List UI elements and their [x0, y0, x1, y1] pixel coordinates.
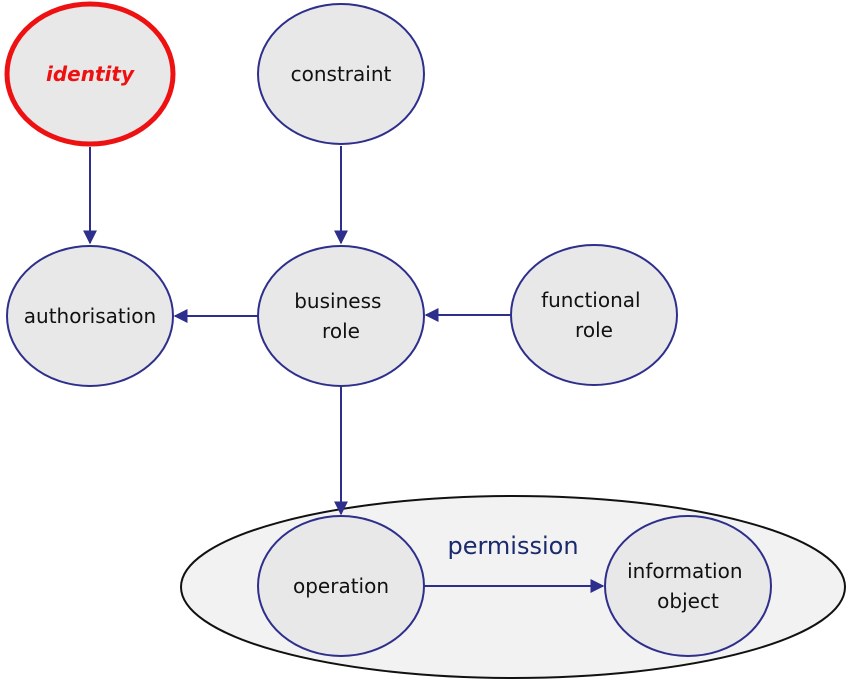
node-information-object-shape — [604, 515, 772, 657]
node-identity-label: identity — [46, 62, 135, 86]
node-information-object: information object — [604, 515, 772, 657]
node-functional-role-line-2: role — [575, 318, 613, 342]
node-business-role-line-2: role — [322, 319, 360, 343]
node-identity-shape — [4, 1, 176, 147]
permission-group-label: permission — [447, 532, 578, 560]
node-functional-role-line-1: functional — [541, 288, 641, 312]
node-functional-role-label: functional role — [541, 288, 647, 342]
node-constraint: constraint — [257, 3, 425, 145]
node-operation-label: operation — [293, 574, 389, 598]
node-constraint-label: constraint — [291, 62, 392, 86]
node-business-role: business role — [257, 245, 425, 387]
node-operation: operation — [257, 515, 425, 657]
node-functional-role: functional role — [510, 244, 678, 386]
edges — [83, 146, 605, 593]
node-authorisation-label: authorisation — [24, 304, 156, 328]
node-authorisation-shape — [6, 245, 174, 387]
node-business-role-shape — [257, 245, 425, 387]
node-constraint-shape — [257, 3, 425, 145]
node-information-object-label: information object — [627, 559, 749, 613]
node-functional-role-shape — [510, 244, 678, 386]
node-business-role-label: business role — [294, 289, 388, 343]
node-business-role-line-1: business — [294, 289, 381, 313]
node-operation-shape — [257, 515, 425, 657]
node-information-object-line-1: information — [627, 559, 742, 583]
node-authorisation: authorisation — [6, 245, 174, 387]
node-identity: identity — [4, 1, 176, 147]
node-information-object-line-2: object — [657, 589, 719, 613]
